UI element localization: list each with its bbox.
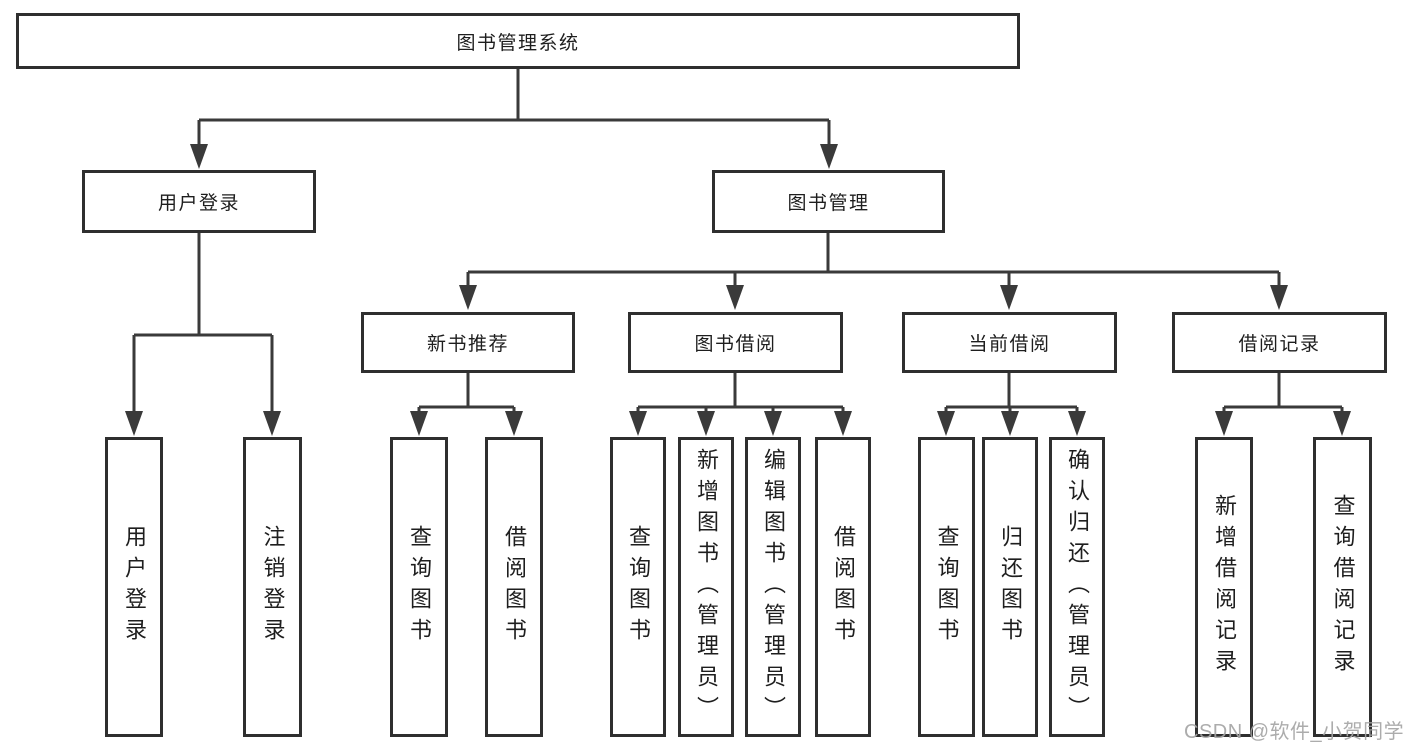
leaf-edit-books-admin-label: 编辑图书（管理员）	[761, 447, 786, 727]
node-user-login: 用户登录	[82, 170, 316, 233]
leaf-user-login-label: 用户登录	[122, 525, 147, 649]
node-user-login-label: 用户登录	[157, 193, 240, 214]
edge-book-borrowing-children	[629, 373, 852, 436]
arrow-down-icon	[1001, 411, 1019, 436]
leaf-user-login: 用户登录	[105, 437, 163, 737]
arrow-down-icon	[834, 411, 852, 436]
leaf-query-borrow-record-label: 查询借阅记录	[1330, 494, 1356, 680]
leaf-add-books-admin: 新增图书（管理员）	[678, 437, 734, 737]
node-library-system-label: 图书管理系统	[456, 32, 580, 54]
leaf-logout: 注销登录	[243, 437, 302, 737]
leaf-add-borrow-record: 新增借阅记录	[1195, 437, 1253, 737]
arrow-down-icon	[410, 411, 428, 436]
edge-new-book-recommendation-children	[410, 373, 523, 436]
arrow-down-icon	[1215, 411, 1233, 436]
leaf-query-borrow-record: 查询借阅记录	[1313, 437, 1372, 737]
node-book-management: 图书管理	[712, 170, 945, 233]
arrow-down-icon	[764, 411, 782, 436]
arrow-down-icon	[505, 411, 523, 436]
node-new-book-recommendation-label: 新书推荐	[426, 334, 509, 355]
arrow-down-icon	[820, 144, 838, 169]
csdn-watermark: CSDN @软件_小贺同学	[1184, 721, 1405, 743]
leaf-query-books-current-label: 查询图书	[934, 525, 960, 649]
leaf-borrow-books-recommend-label: 借阅图书	[502, 525, 527, 649]
arrow-down-icon	[1270, 285, 1288, 310]
node-library-system: 图书管理系统	[16, 13, 1020, 69]
leaf-return-books: 归还图书	[982, 437, 1038, 737]
leaf-query-books-recommend-label: 查询图书	[407, 525, 432, 649]
leaf-edit-books-admin: 编辑图书（管理员）	[745, 437, 801, 737]
arrow-down-icon	[629, 411, 647, 436]
leaf-query-books-current: 查询图书	[918, 437, 975, 737]
edge-user-login-children	[125, 233, 281, 436]
node-book-management-label: 图书管理	[787, 193, 870, 214]
arrow-down-icon	[697, 411, 715, 436]
arrow-down-icon	[1000, 285, 1018, 310]
leaf-query-books-recommend: 查询图书	[390, 437, 448, 737]
leaf-return-books-label: 归还图书	[998, 525, 1023, 649]
edge-root-to-level2	[190, 69, 838, 169]
node-current-borrowing: 当前借阅	[902, 312, 1117, 373]
leaf-borrow-books-recommend: 借阅图书	[485, 437, 543, 737]
leaf-borrow-books: 借阅图书	[815, 437, 871, 737]
arrow-down-icon	[1068, 411, 1086, 436]
node-borrowing-records-label: 借阅记录	[1238, 334, 1321, 355]
arrow-down-icon	[263, 411, 281, 436]
leaf-query-books-borrowing: 查询图书	[610, 437, 666, 737]
leaf-query-books-borrowing-label: 查询图书	[626, 525, 651, 649]
arrow-down-icon	[190, 144, 208, 169]
node-book-borrowing: 图书借阅	[628, 312, 843, 373]
leaf-confirm-return-admin-label: 确认归还（管理员）	[1065, 447, 1090, 727]
edge-current-borrowing-children	[937, 373, 1086, 436]
leaf-logout-label: 注销登录	[260, 525, 286, 649]
node-current-borrowing-label: 当前借阅	[968, 334, 1051, 355]
arrow-down-icon	[459, 285, 477, 310]
node-borrowing-records: 借阅记录	[1172, 312, 1387, 373]
node-book-borrowing-label: 图书借阅	[694, 334, 777, 355]
edge-book-management-children	[459, 233, 1288, 310]
leaf-borrow-books-label: 借阅图书	[831, 525, 856, 649]
arrow-down-icon	[125, 411, 143, 436]
arrow-down-icon	[937, 411, 955, 436]
node-new-book-recommendation: 新书推荐	[361, 312, 575, 373]
leaf-confirm-return-admin: 确认归还（管理员）	[1049, 437, 1105, 737]
leaf-add-borrow-record-label: 新增借阅记录	[1212, 494, 1237, 680]
arrow-down-icon	[1333, 411, 1351, 436]
arrow-down-icon	[726, 285, 744, 310]
edge-borrowing-records-children	[1215, 373, 1351, 436]
leaf-add-books-admin-label: 新增图书（管理员）	[694, 447, 719, 727]
